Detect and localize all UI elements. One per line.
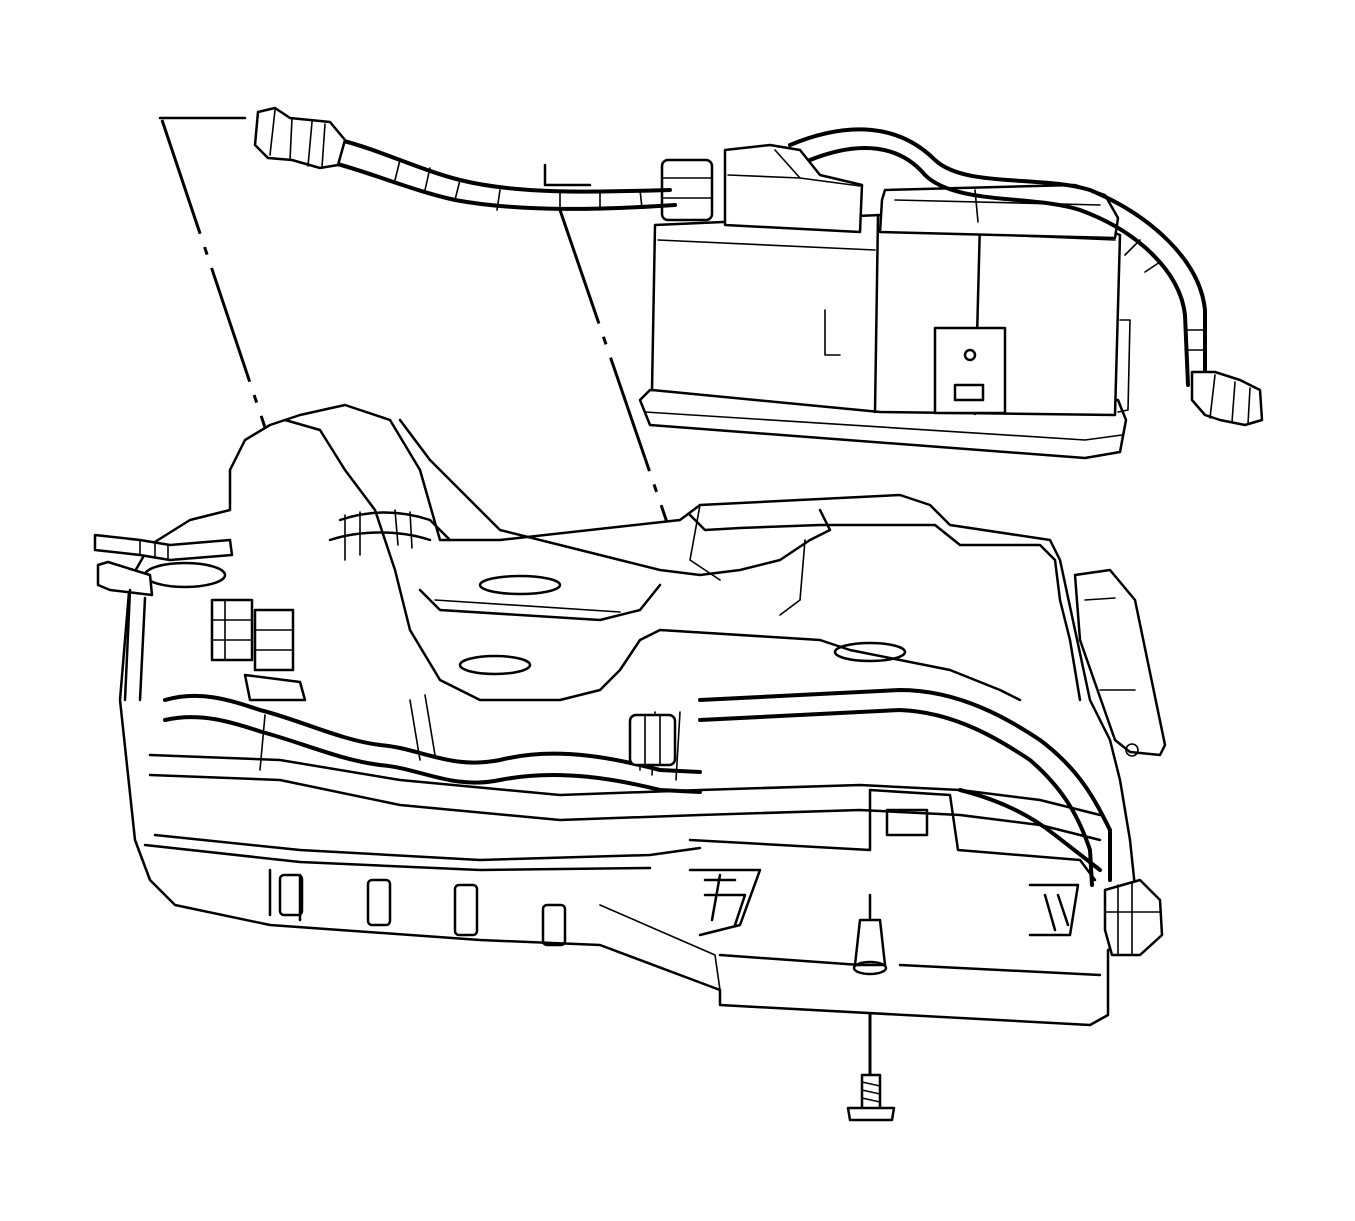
tank-vent-pipe bbox=[96, 560, 154, 597]
canister-top-chamber bbox=[878, 183, 1120, 240]
leader-top-right-tick bbox=[543, 163, 592, 187]
tank-tab bbox=[885, 808, 929, 837]
canister-body bbox=[650, 213, 1122, 417]
tank-heat-shield bbox=[1073, 568, 1167, 757]
canister-label-plate bbox=[933, 326, 1007, 415]
tank-module-connector bbox=[628, 713, 677, 767]
tank-module-connector bbox=[253, 608, 295, 672]
canister-port-housing bbox=[723, 143, 864, 234]
hose-connector-right bbox=[1190, 370, 1264, 427]
tank-sender-opening bbox=[833, 641, 907, 663]
mounting-bolt bbox=[846, 893, 896, 1122]
vent-hose bbox=[328, 127, 1207, 387]
tank-right-connector bbox=[1103, 878, 1164, 957]
tank-outline bbox=[118, 403, 1142, 1027]
tank-fill-pipe bbox=[93, 533, 234, 562]
tank-sender-opening bbox=[478, 574, 562, 596]
evap-canister bbox=[638, 143, 1131, 460]
hose-connector-left bbox=[253, 106, 347, 170]
fuel-tank bbox=[93, 403, 1167, 1027]
tank-module-connector bbox=[210, 598, 254, 662]
tank-sender-opening bbox=[458, 654, 532, 676]
